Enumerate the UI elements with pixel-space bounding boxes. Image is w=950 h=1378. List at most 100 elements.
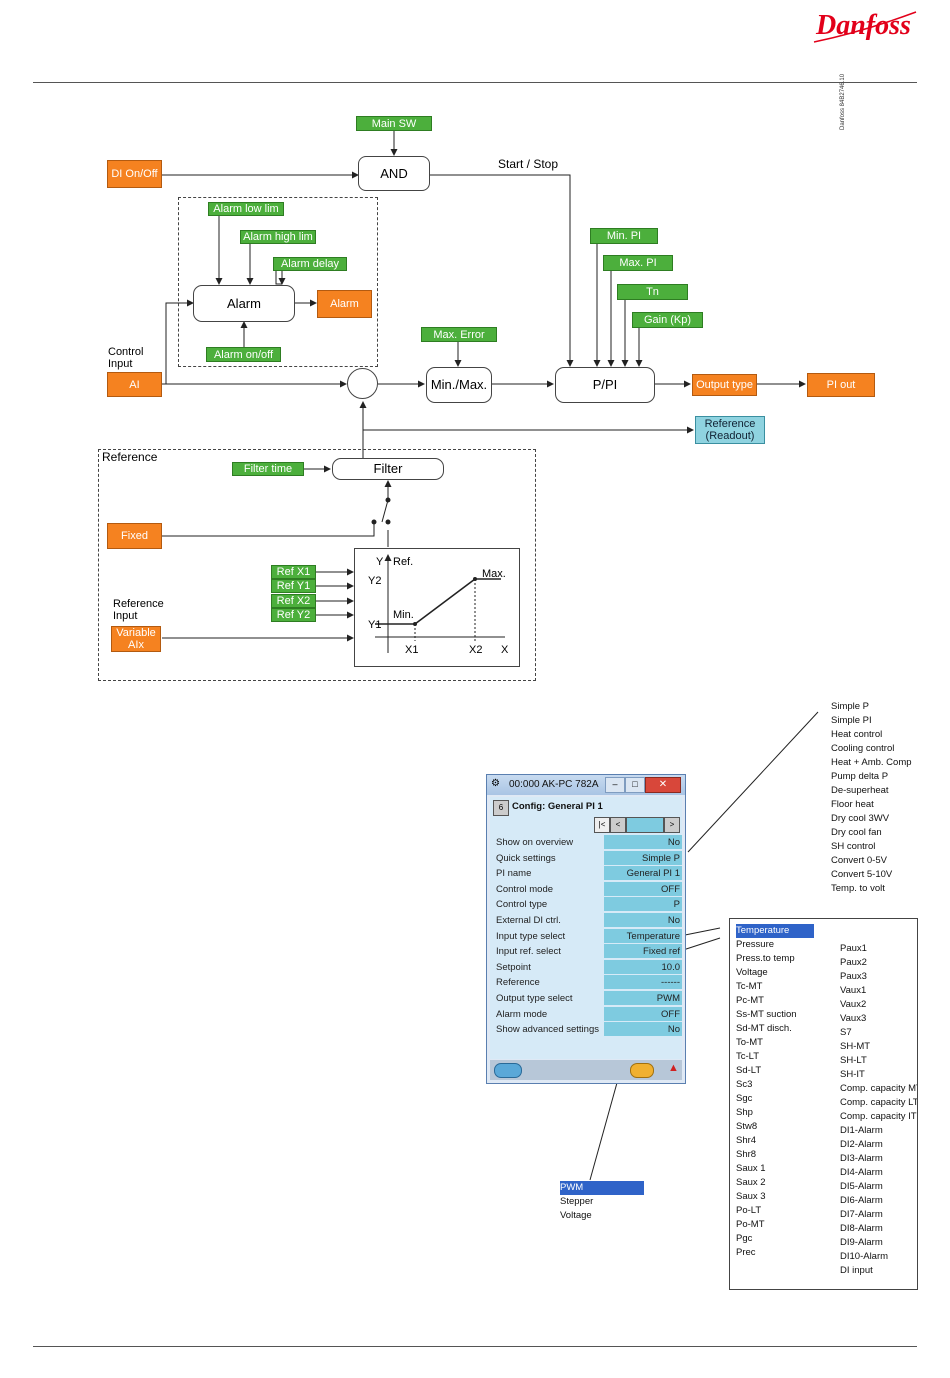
input-type-option[interactable]: SH-IT [840, 1069, 865, 1080]
setting-value[interactable]: OFF [604, 881, 682, 896]
quick-setting-option[interactable]: Simple P [831, 701, 870, 712]
input-type-option[interactable]: DI6-Alarm [840, 1195, 883, 1206]
quick-setting-option[interactable]: Heat control [831, 729, 883, 740]
setting-row[interactable]: External DI ctrl.No [496, 913, 684, 928]
input-type-option[interactable]: DI7-Alarm [840, 1209, 883, 1220]
input-type-option[interactable]: Prec [736, 1247, 756, 1258]
input-type-option[interactable]: Sgc [736, 1093, 753, 1104]
input-type-option[interactable]: Press.to temp [736, 953, 795, 964]
input-type-option[interactable]: Shr8 [736, 1149, 757, 1160]
input-type-option[interactable]: SH-LT [840, 1055, 867, 1066]
input-type-option[interactable]: Paux2 [840, 957, 867, 968]
minimize-button[interactable]: – [605, 777, 625, 793]
input-type-option[interactable]: DI input [840, 1265, 873, 1276]
quick-setting-option[interactable]: Pump delta P [831, 771, 889, 782]
back-icon[interactable] [494, 1063, 522, 1078]
input-type-option[interactable]: Ss-MT suction [736, 1009, 797, 1020]
input-type-option[interactable]: Comp. capacity IT [840, 1111, 917, 1122]
quick-setting-option[interactable]: Heat + Amb. Comp [831, 757, 912, 768]
input-type-option[interactable]: Paux3 [840, 971, 867, 982]
quick-setting-option[interactable]: Convert 0-5V [831, 855, 887, 866]
input-type-option[interactable]: DI8-Alarm [840, 1223, 883, 1234]
input-type-option[interactable]: Comp. capacity LT [840, 1097, 918, 1108]
input-type-option[interactable]: Tc-LT [736, 1051, 760, 1062]
input-type-option[interactable]: Saux 3 [736, 1191, 766, 1202]
input-type-option[interactable]: To-MT [736, 1037, 763, 1048]
input-type-option[interactable]: Po-LT [736, 1205, 762, 1216]
setting-value[interactable]: 10.0 [604, 959, 682, 974]
input-type-option[interactable]: Saux 2 [736, 1177, 766, 1188]
input-type-option[interactable]: Pc-MT [736, 995, 764, 1006]
input-type-option[interactable]: Vaux1 [840, 985, 867, 996]
setting-value[interactable]: No [604, 835, 682, 849]
maximize-button[interactable]: □ [625, 777, 645, 793]
output-type-option[interactable]: PWM [560, 1181, 644, 1195]
input-type-option[interactable]: DI4-Alarm [840, 1167, 883, 1178]
input-type-option[interactable]: Sd-MT disch. [736, 1023, 792, 1034]
setting-value[interactable]: Temperature [604, 928, 682, 943]
input-type-option[interactable]: Pgc [736, 1233, 753, 1244]
input-type-option[interactable]: DI9-Alarm [840, 1237, 883, 1248]
quick-setting-option[interactable]: Simple PI [831, 715, 872, 726]
setting-row[interactable]: Reference------ [496, 975, 684, 990]
alarm-bell-icon[interactable]: ▲ [668, 1062, 679, 1074]
setting-value[interactable]: No [604, 1022, 682, 1037]
input-type-option[interactable]: DI5-Alarm [840, 1181, 883, 1192]
input-type-option[interactable]: Shp [736, 1107, 753, 1118]
input-type-option[interactable]: Pressure [736, 939, 775, 950]
input-type-option[interactable]: Tc-MT [736, 981, 763, 992]
quick-setting-option[interactable]: Dry cool fan [831, 827, 882, 838]
input-type-option[interactable]: Vaux3 [840, 1013, 867, 1024]
setting-value[interactable]: General PI 1 [604, 866, 682, 881]
setting-value[interactable]: Fixed ref [604, 944, 682, 959]
input-type-option[interactable]: Po-MT [736, 1219, 765, 1230]
quick-setting-option[interactable]: Dry cool 3WV [831, 813, 890, 824]
input-type-option[interactable]: Shr4 [736, 1135, 757, 1146]
output-type-option[interactable]: Stepper [560, 1196, 594, 1207]
setting-value[interactable]: No [604, 913, 682, 927]
nav-first-button[interactable]: |< [594, 817, 610, 833]
input-type-option[interactable]: Paux1 [840, 943, 867, 954]
input-type-option[interactable]: S7 [840, 1027, 852, 1038]
nav-next-button[interactable]: > [664, 817, 680, 833]
quick-setting-option[interactable]: SH control [831, 841, 876, 852]
quick-setting-option[interactable]: De-superheat [831, 785, 889, 796]
input-type-option[interactable]: Comp. capacity MT [840, 1083, 918, 1094]
nav-prev-button[interactable]: < [610, 817, 626, 833]
input-type-option[interactable]: DI2-Alarm [840, 1139, 883, 1150]
quick-setting-option[interactable]: Floor heat [831, 799, 874, 810]
output-type-option[interactable]: Voltage [560, 1210, 592, 1221]
close-button[interactable]: ✕ [645, 777, 681, 793]
input-type-option[interactable]: Stw8 [736, 1121, 758, 1132]
input-type-option[interactable]: DI10-Alarm [840, 1251, 889, 1262]
input-type-option[interactable]: Temperature [736, 924, 814, 938]
setting-value[interactable]: Simple P [604, 850, 682, 865]
quick-setting-option[interactable]: Convert 5-10V [831, 869, 893, 880]
input-type-option[interactable]: DI1-Alarm [840, 1125, 883, 1136]
input-type-option[interactable]: Vaux2 [840, 999, 867, 1010]
quick-setting-option[interactable]: Temp. to volt [831, 883, 885, 894]
nav-position-field[interactable] [626, 817, 664, 833]
quick-setting-option[interactable]: Cooling control [831, 743, 895, 754]
setting-value[interactable]: ------ [604, 975, 682, 990]
edit-icon[interactable] [630, 1063, 654, 1078]
input-type-option[interactable]: Voltage [736, 967, 768, 978]
input-type-option[interactable]: Saux 1 [736, 1163, 766, 1174]
setting-value[interactable]: PWM [604, 991, 682, 1005]
input-type-option[interactable]: Sd-LT [736, 1065, 762, 1076]
input-type-option[interactable]: DI3-Alarm [840, 1153, 883, 1164]
setting-value[interactable]: OFF [604, 1006, 682, 1021]
input-type-option[interactable]: Sc3 [736, 1079, 753, 1090]
setting-value[interactable]: P [604, 897, 682, 912]
